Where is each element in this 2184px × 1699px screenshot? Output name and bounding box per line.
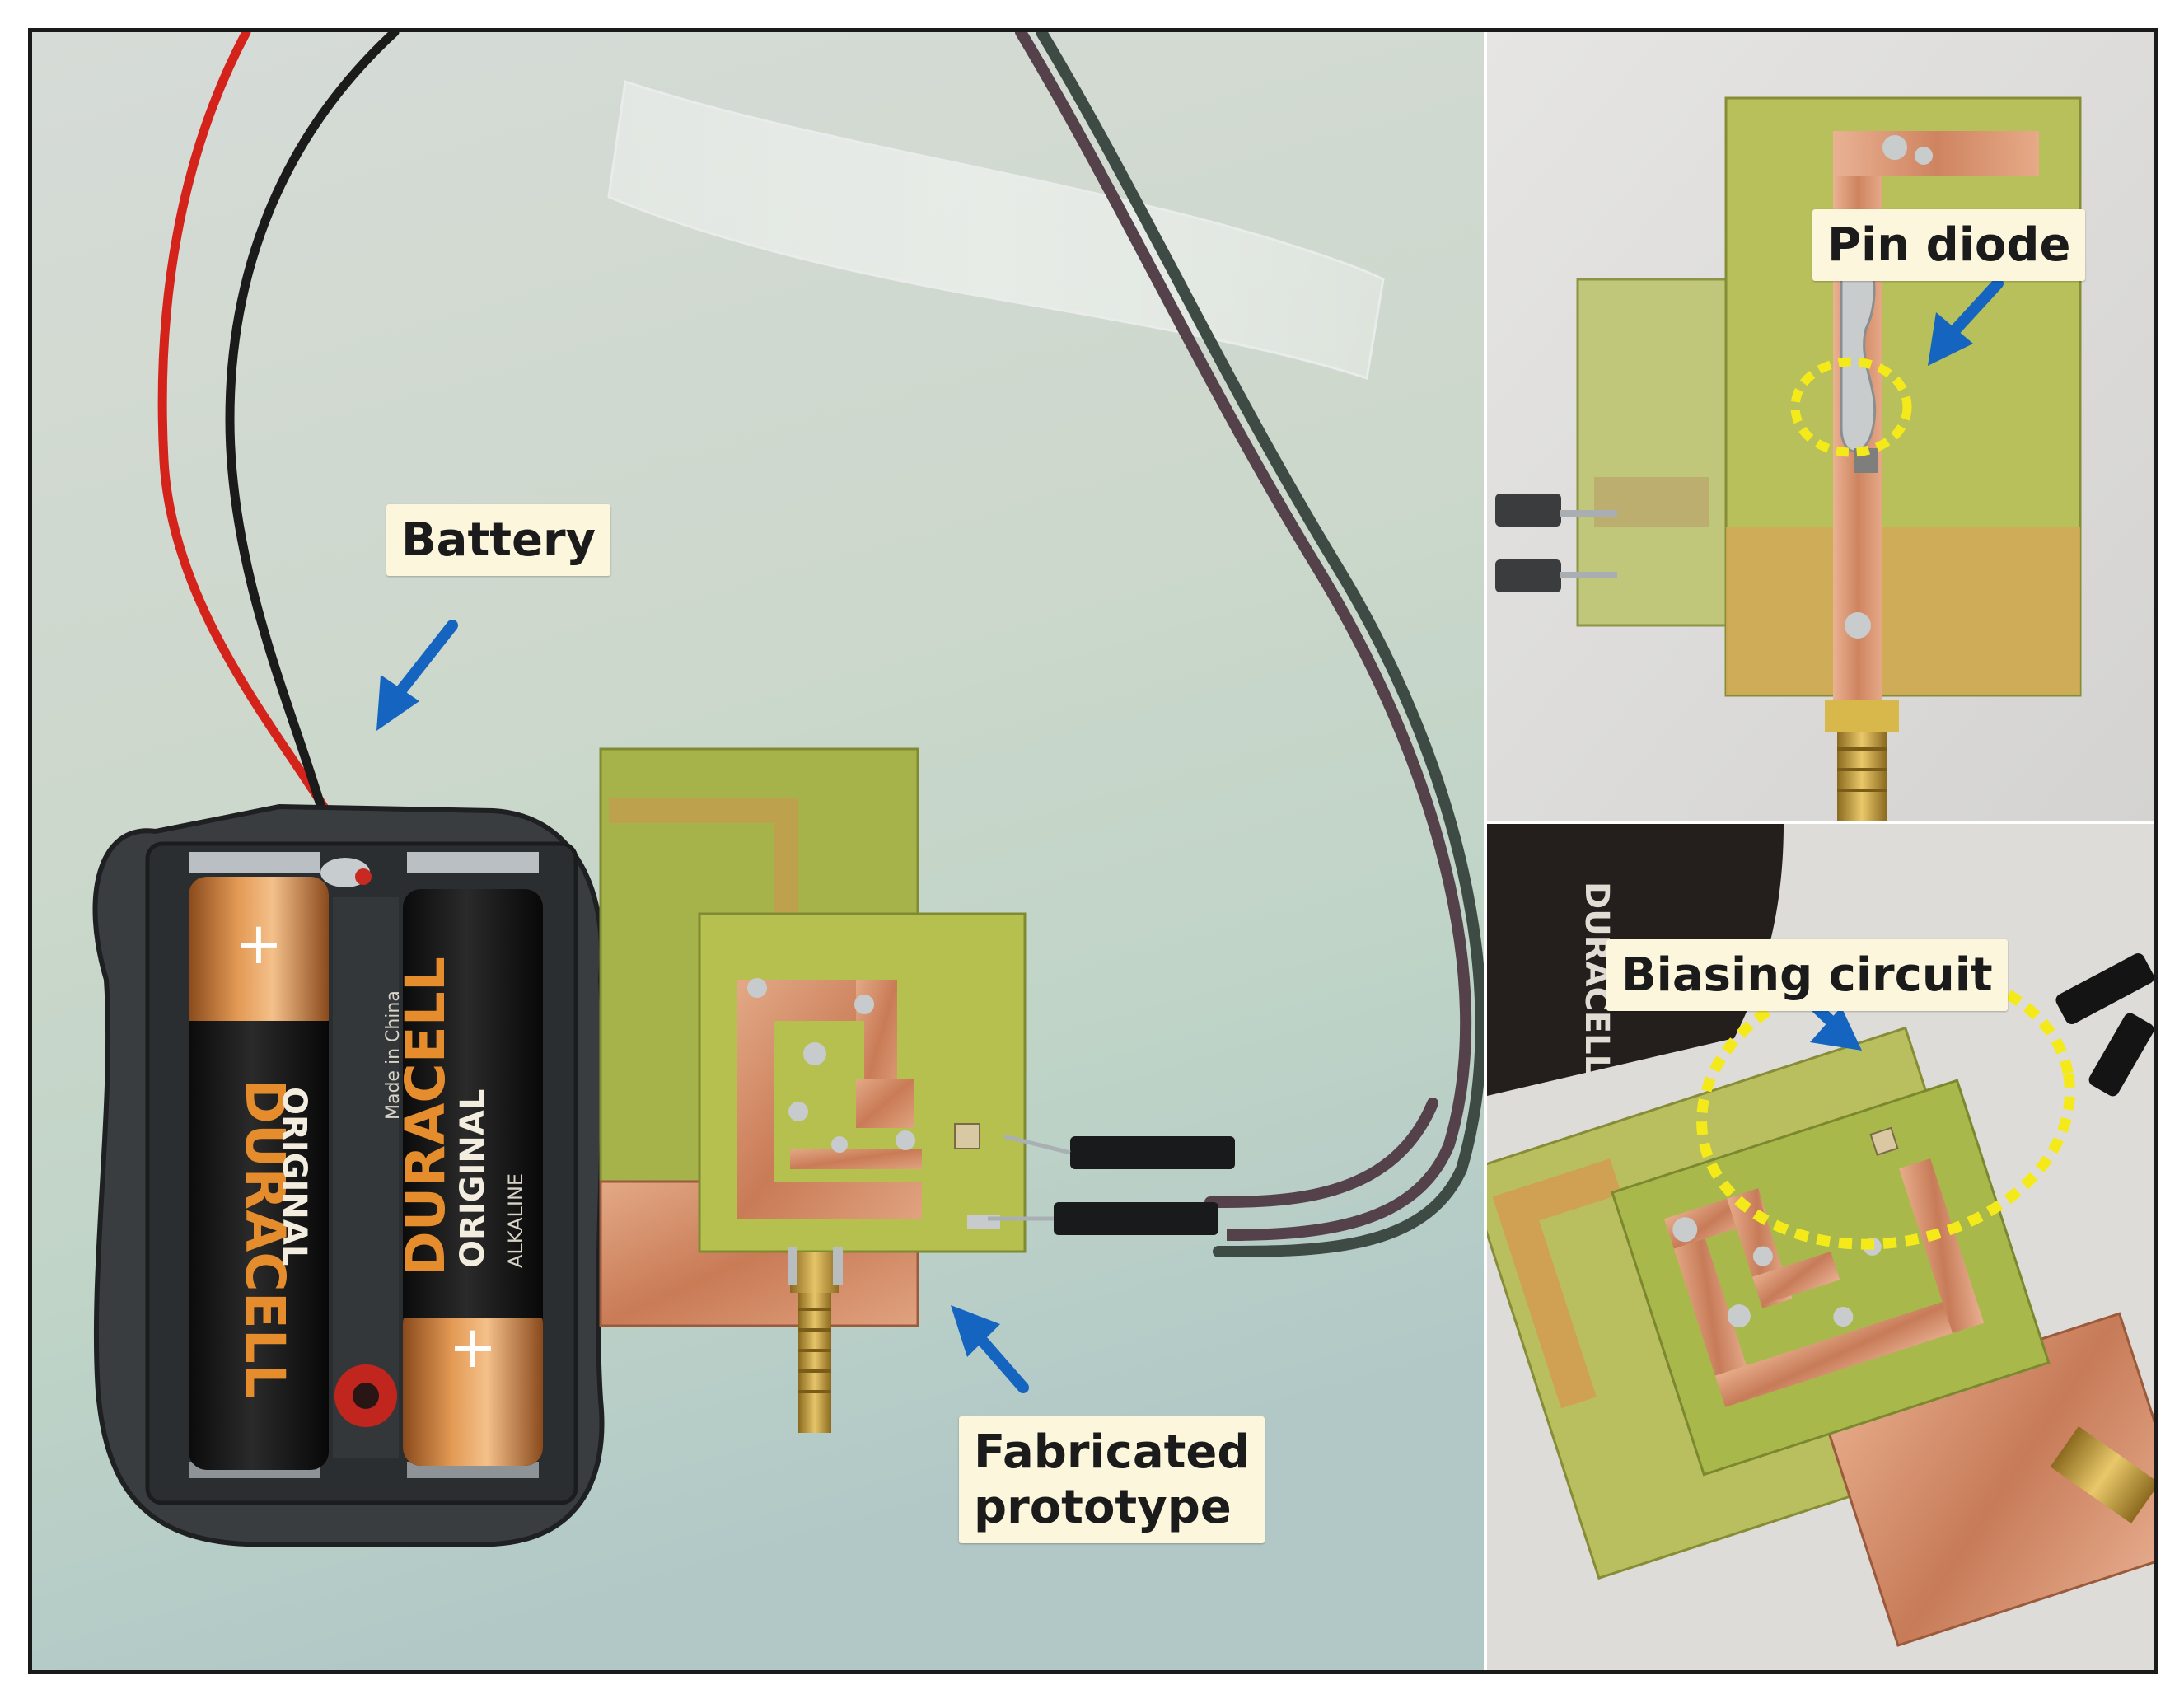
battery-plus-right: +	[449, 1313, 498, 1381]
fabricated-label-line1: Fabricated	[974, 1425, 1251, 1479]
panel-divider-vertical	[1484, 32, 1487, 1670]
pin-diode-scene	[1487, 32, 2154, 821]
battery-line-left: ORIGINAL	[275, 1087, 313, 1266]
battery-type-right: ALKALINE	[504, 1173, 527, 1268]
battery-plus-left: +	[235, 910, 283, 977]
battery-holder	[92, 803, 606, 1547]
main-photo: + + DURACELL ORIGINAL DURACELL ORIGINAL …	[32, 32, 1484, 1670]
panel-divider-horizontal	[1487, 821, 2154, 824]
battery-brand-left: DURACELL	[233, 1079, 297, 1398]
biasing-circuit-inset: DURACELL	[1487, 824, 2154, 1670]
pin-diode-label: Pin diode	[1812, 209, 2086, 282]
figure-frame: + + DURACELL ORIGINAL DURACELL ORIGINAL …	[28, 28, 2158, 1674]
black-wire	[225, 32, 400, 824]
main-photo-scene: + + DURACELL ORIGINAL DURACELL ORIGINAL …	[32, 32, 1484, 1670]
biasing-circuit-label: Biasing circuit	[1606, 939, 2008, 1012]
battery-brand-right: DURACELL	[394, 957, 457, 1276]
cable-a	[1015, 32, 1472, 1241]
pin-diode-inset: Pin diode	[1487, 32, 2154, 821]
battery-line-right: ORIGINAL	[454, 1089, 492, 1268]
fabricated-label-line2: prototype	[974, 1481, 1232, 1535]
battery-label: Battery	[386, 504, 611, 577]
fabricated-prototype-label: Fabricated prototype	[959, 1416, 1265, 1544]
red-wire	[157, 32, 334, 820]
cable-b	[1036, 32, 1484, 1257]
jumper-connectors	[988, 1134, 1235, 1235]
battery-madein-right: Made in China	[383, 990, 404, 1120]
prototype-board	[599, 747, 1027, 1433]
